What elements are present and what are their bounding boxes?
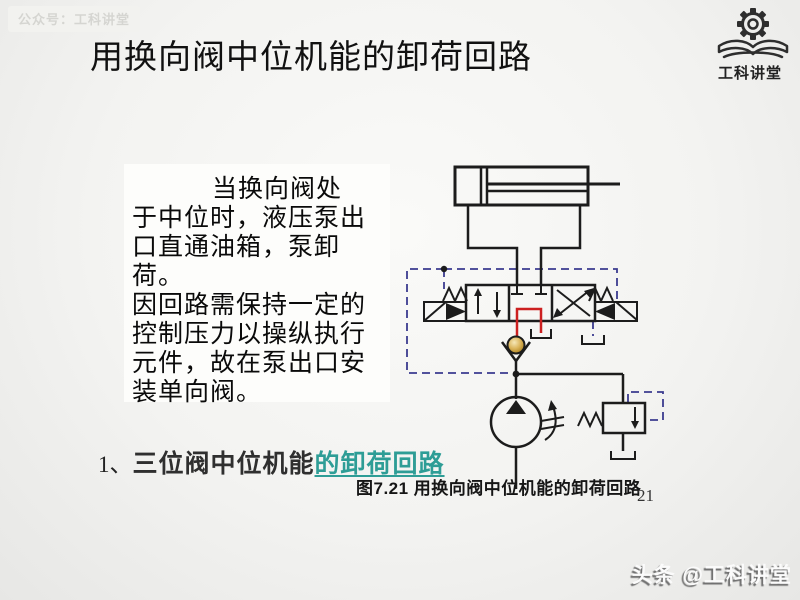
section-index: 1、 <box>98 452 133 477</box>
unloading-path-highlight <box>515 307 543 337</box>
pilot-dashed-lines <box>406 268 664 421</box>
check-valve-ball <box>506 335 526 355</box>
check-valve <box>500 335 532 399</box>
gear-open-book-icon <box>717 8 789 59</box>
right-spring <box>588 285 614 304</box>
left-spring <box>442 285 468 304</box>
section-heading-black: 三位阀中位机能 <box>132 450 315 478</box>
figure-caption: 图7.21 用换向阀中位机能的卸荷回路 <box>356 479 642 498</box>
section-heading-link[interactable]: 的卸荷回路 <box>314 450 445 478</box>
relief-spring <box>577 410 603 429</box>
right-solenoid <box>594 301 638 322</box>
three-position-four-way-solenoid-valve <box>423 283 638 323</box>
line-junction-dot <box>512 370 520 378</box>
brand-logo: 工科讲堂 <box>706 4 794 83</box>
brand-logo-text: 工科讲堂 <box>717 65 782 82</box>
slide-title: 用换向阀中位机能的卸荷回路 <box>90 40 532 76</box>
note-box: 当换向阀处 于中位时，液压泵出 口直通油箱，泵卸荷。 因回路需保持一定的 控制压… <box>124 164 390 406</box>
relief-tank-symbol <box>610 451 636 460</box>
pilot-junction-dot <box>440 265 448 273</box>
watermark: 头条 @工科讲堂 <box>631 564 792 587</box>
note-text: 当换向阀处 于中位时，液压泵出 口直通油箱，泵卸荷。 因回路需保持一定的 控制压… <box>132 176 367 406</box>
relief-valve <box>577 401 647 460</box>
section-heading: 1、三位阀中位机能的卸荷回路 <box>98 444 445 480</box>
page-number: 21 <box>637 486 654 505</box>
hydraulic-cylinder <box>453 165 620 207</box>
tank-symbols <box>530 329 605 345</box>
wechat-account-badge: 公众号：工科讲堂 <box>8 6 141 32</box>
pressure-line <box>516 372 625 403</box>
left-solenoid <box>423 301 467 322</box>
cylinder-port-lines <box>466 205 582 286</box>
pump-adjust-arrow <box>540 405 565 441</box>
